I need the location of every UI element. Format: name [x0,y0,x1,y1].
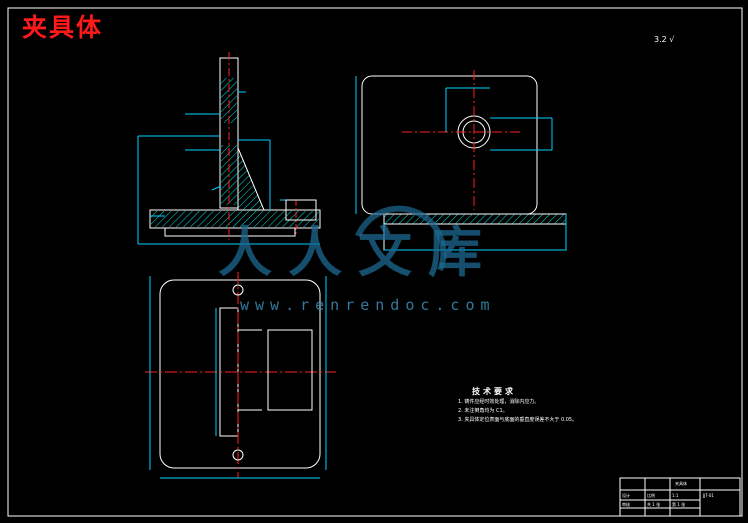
drawing-title: 夹具体 [22,13,104,42]
title-block-checker: 审核 [622,502,630,507]
watermark-url: www.renrendoc.com [240,296,496,314]
side-plate-outline [361,75,538,215]
bolt-block [285,199,317,221]
plan-hole-bottom [232,449,244,461]
title-block-drawing-name: 夹具体 [675,481,687,486]
plan-view [145,272,336,479]
title-block-frame [619,477,741,517]
leader-hole [211,185,222,191]
base-hatch [151,211,319,227]
watermark-text: 人人文库 [218,220,498,284]
tech-item-3: 3. 夹具体定位表面与底面的垂直度误差不大于 0.05。 [458,417,578,423]
title-block [619,477,741,517]
watermark-logo-arc [355,205,447,272]
plan-outline [159,279,321,469]
tech-item-1: 1. 铸件应经时效处理，消除内应力。 [458,399,540,405]
base-foot [164,227,296,237]
rib-gusset [237,147,265,211]
plan-slot-box [267,329,313,411]
surface-roughness-note: 3.2 √ [654,35,675,44]
title-block-designer: 设计 [622,493,630,498]
title-block-scale-label: 比例 [647,493,655,498]
title-block-sheet-label: 共 1 张 [647,502,661,507]
plan-hole-top [232,284,244,296]
side-view [355,70,567,251]
section-view [137,52,321,245]
title-block-sheet-no: 第 1 张 [672,502,686,507]
tech-item-2: 2. 未注倒角均为 C1。 [458,408,508,414]
sheet-border [7,7,743,517]
title-block-drawing-no: JJT-01 [703,493,714,498]
technical-requirements-title: 技术要求 [472,387,516,396]
title-block-scale: 1:1 [672,493,679,498]
technical-requirements-list: 1. 铸件应经时效处理，消除内应力。 2. 未注倒角均为 C1。 3. 夹具体定… [458,398,577,425]
